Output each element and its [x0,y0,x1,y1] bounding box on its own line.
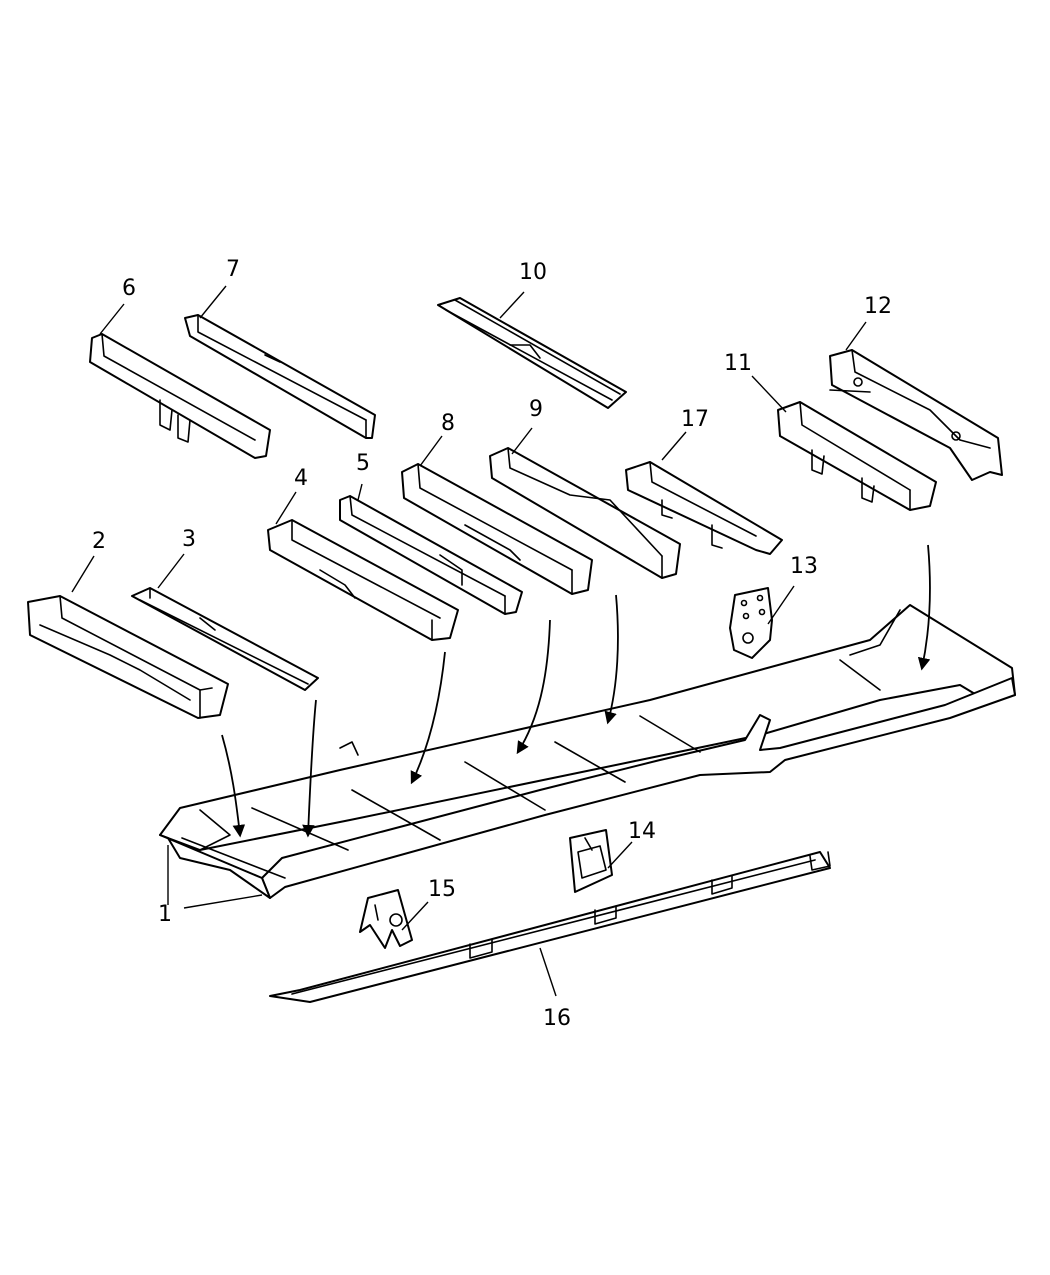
callout-labels: 1 2 3 4 5 6 7 8 9 10 11 12 13 14 15 16 1… [92,257,892,1031]
part-9-crossmember [489,447,681,579]
part-16-side-rail [269,851,831,1003]
part-5-crossmember [339,495,523,615]
callout-17: 17 [681,407,709,432]
callout-14: 14 [628,819,656,844]
callout-4: 4 [294,466,308,491]
part-15-bracket [359,889,413,949]
callout-7: 7 [226,257,240,282]
install-arrows [221,544,931,838]
callout-9: 9 [529,397,543,422]
callout-8: 8 [441,411,455,436]
callout-16: 16 [543,1006,571,1031]
part-11-crossmember [777,401,937,511]
part-1-main-frame [159,604,1016,899]
callout-6: 6 [122,276,136,301]
callout-11: 11 [724,351,752,376]
callout-2: 2 [92,529,106,554]
callout-13: 13 [790,554,818,579]
callout-5: 5 [356,451,370,476]
part-4-crossmember [267,519,459,641]
callout-12: 12 [864,294,892,319]
part-6-crossmember [89,333,271,459]
part-2-crossmember [27,595,229,719]
leader-lines [71,285,867,997]
part-17-crossmember [625,461,783,555]
part-3-crossmember [131,587,319,691]
callout-15: 15 [428,877,456,902]
part-12-crossmember [829,349,1003,481]
part-8-crossmember [401,463,593,595]
part-13-bracket [729,587,773,659]
part-14-bracket [569,829,613,893]
part-7-crossmember [184,314,376,439]
callout-10: 10 [519,260,547,285]
callout-3: 3 [182,527,196,552]
callout-1: 1 [158,902,172,927]
part-10-crossmember [437,297,627,409]
